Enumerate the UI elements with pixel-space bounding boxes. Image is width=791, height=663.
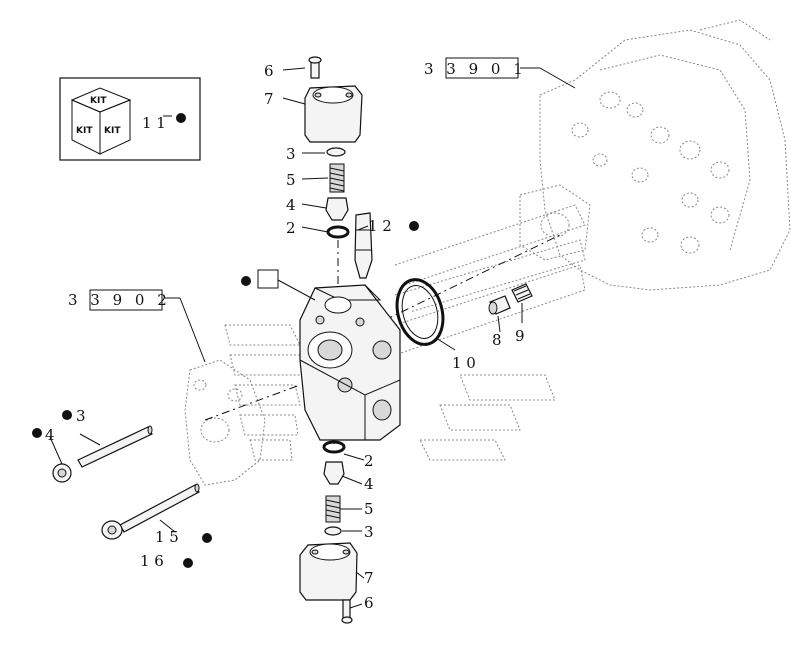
spring-top <box>329 163 345 193</box>
ref-box-left: 3 3 9 0 2 <box>68 289 206 363</box>
centerline-right <box>384 234 561 321</box>
callout-5-bottom: 5 <box>364 500 374 518</box>
rod-left-lower <box>119 483 200 533</box>
poppet-top <box>325 197 349 221</box>
callout-6-top: 6 <box>264 62 274 80</box>
callout-7-bottom: 7 <box>364 569 374 587</box>
kit-label: 1 1 <box>142 114 166 132</box>
callout-2-top: 2 <box>286 219 296 237</box>
callout-3-left: 3 <box>76 407 86 425</box>
large-oring <box>395 278 445 346</box>
nut-16 <box>101 520 123 540</box>
callout-4-top: 4 <box>286 196 296 214</box>
valve-section-body <box>299 284 401 441</box>
oring-2-top <box>326 225 350 239</box>
callout-10: 1 0 <box>452 354 476 372</box>
centerline-left <box>204 384 301 421</box>
callout-15: 1 5 <box>155 528 179 546</box>
kit-box: KIT KIT KIT 1 1 <box>59 77 201 161</box>
kit-face-left: KIT <box>76 126 93 136</box>
oring-2-bottom <box>322 440 346 454</box>
callout-8: 8 <box>492 331 502 349</box>
screw-top <box>308 56 322 79</box>
callout-4-left: 4 <box>45 426 55 444</box>
callout-12: 1 2 <box>368 217 392 235</box>
callout-9: 9 <box>515 327 525 345</box>
callout-16: 1 6 <box>140 552 164 570</box>
nut-left <box>52 463 72 483</box>
poppet-bottom <box>323 461 345 485</box>
square-marker <box>241 269 316 301</box>
screw-bottom <box>341 599 353 624</box>
callout-6-bottom: 6 <box>364 594 374 612</box>
kit-face-top: KIT <box>90 96 107 106</box>
callout-2-bottom: 2 <box>364 452 374 470</box>
bullet-dots <box>32 221 419 568</box>
ref-top-text: 3 3 9 0 1 <box>424 60 527 78</box>
spring-bottom <box>325 495 341 523</box>
spring-9 <box>511 283 533 303</box>
callout-3-bottom: 3 <box>364 523 374 541</box>
kit-face-right: KIT <box>104 126 121 136</box>
ghost-stripes <box>224 204 586 461</box>
rod-left-upper <box>77 425 153 468</box>
ref-left-text: 3 3 9 0 2 <box>68 291 171 309</box>
callout-5-top: 5 <box>286 171 296 189</box>
ghost-valve-body-left <box>184 359 266 486</box>
cap-top <box>304 85 363 143</box>
callout-3-top: 3 <box>286 145 296 163</box>
leader-lines <box>49 67 523 609</box>
cap-bottom <box>299 542 358 601</box>
ghost-valve-body-top <box>519 19 791 291</box>
oring-bottom <box>324 526 342 536</box>
ref-box-top: 3 3 9 0 1 <box>424 57 576 89</box>
plug <box>488 295 511 315</box>
callout-7-top: 7 <box>264 90 274 108</box>
bullet-dot <box>176 113 186 123</box>
callout-4-bottom: 4 <box>364 475 374 493</box>
oring-top <box>326 147 346 157</box>
